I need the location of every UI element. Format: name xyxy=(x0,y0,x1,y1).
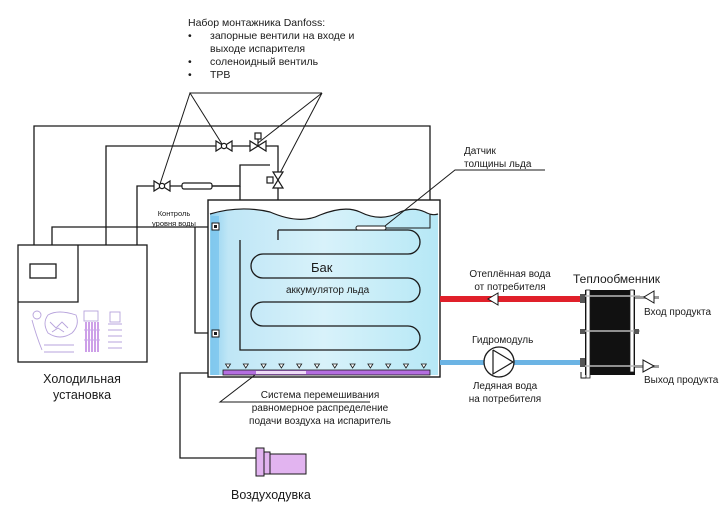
aerator-nozzle-icon xyxy=(313,363,321,369)
air-line xyxy=(179,372,258,459)
shutoff-valve-2-icon xyxy=(153,179,171,193)
leader-lines xyxy=(218,169,545,403)
aerator-nozzle-icon xyxy=(295,363,303,369)
water-level-sensor-bottom-icon xyxy=(211,329,220,338)
flow-arrow-left-icon xyxy=(487,292,499,306)
pipe-liquid-line xyxy=(105,145,279,245)
aerator-nozzle-icon xyxy=(384,363,392,369)
water-level-sensor-top-icon xyxy=(211,222,220,231)
aerator-nozzle-icon xyxy=(402,363,410,369)
expansion-valve-icon xyxy=(266,171,285,189)
heat-exchanger-label: Теплообменник xyxy=(573,272,661,286)
blower-icon xyxy=(255,447,307,477)
filter-drier-icon xyxy=(181,182,213,190)
aerator-nozzle-icon xyxy=(260,363,267,369)
tank-title: Бак xyxy=(311,260,333,275)
ice-thickness-sensor xyxy=(355,225,387,231)
product-in-arrow-icon xyxy=(643,290,655,304)
condenser-coil-icon xyxy=(84,322,100,352)
mixing-system-label: Система перемешивания равномерное распре… xyxy=(249,390,391,427)
chiller-unit xyxy=(17,244,148,363)
aerator-nozzle-icon xyxy=(242,363,250,369)
blower-label: Воздуходувка xyxy=(231,488,311,502)
kit-item: выходе испарителя xyxy=(210,43,306,55)
aerator-nozzles xyxy=(224,363,428,369)
warm-water-label: Отеплённая вода от потребителя xyxy=(469,269,551,293)
water-level-control-label: Контроль уровня воды xyxy=(152,209,196,228)
kit-list: запорные вентили на входе и выходе испар… xyxy=(188,30,354,82)
aerator-nozzle-icon xyxy=(420,363,428,369)
solenoid-valve-icon xyxy=(249,132,267,153)
kit-leader-lines xyxy=(159,91,323,185)
product-in-label: Вход продукта xyxy=(644,307,712,318)
tank-wall-left xyxy=(211,216,219,375)
aerator-nozzle-icon xyxy=(278,363,285,369)
ice-water-label: Ледяная вода на потребителя xyxy=(468,381,542,405)
warm-water-pipe xyxy=(440,292,588,306)
compressor-icon xyxy=(31,310,122,353)
kit-item: ТРВ xyxy=(188,69,354,82)
kit-title: Набор монтажника Danfoss: xyxy=(188,17,326,29)
aerator-nozzle-icon xyxy=(349,363,356,369)
tank-subtitle: аккумулятор льда xyxy=(286,285,370,296)
hydromodule-label: Гидромодуль xyxy=(472,335,534,346)
chiller-label: Холодильная установка xyxy=(43,372,121,402)
aerator-nozzle-icon xyxy=(367,363,374,369)
danfoss-kit-legend: Набор монтажника Danfoss: запорные венти… xyxy=(188,17,354,82)
water-body xyxy=(210,208,438,375)
aerator-nozzle-icon xyxy=(224,363,232,369)
ice-thickness-sensor-label: Датчик толщины льда xyxy=(464,146,532,170)
product-out-arrow-icon xyxy=(642,359,656,373)
control-panel-display xyxy=(29,263,57,279)
aerator-nozzle-icon xyxy=(331,363,339,369)
level-control-wire xyxy=(51,226,215,245)
shutoff-valve-1-icon xyxy=(215,139,233,153)
pump-icon xyxy=(483,346,515,378)
plate-heat-exchanger xyxy=(580,289,659,379)
evaporator-coil xyxy=(239,229,421,351)
product-out-label: Выход продукта xyxy=(644,375,719,386)
kit-item: запорные вентили на входе и xyxy=(188,30,354,43)
kit-item: соленоидный вентиль xyxy=(188,56,354,69)
valves xyxy=(153,132,285,193)
aerator-tube xyxy=(222,369,431,376)
ice-tank xyxy=(207,199,441,378)
water-surface xyxy=(209,208,439,220)
